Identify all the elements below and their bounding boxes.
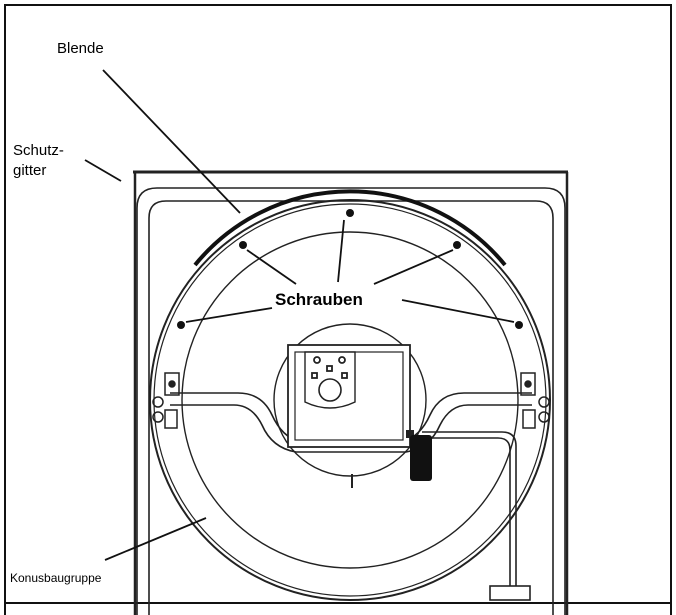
leader-schutzgitter: [84, 159, 122, 182]
right-bracket: [520, 372, 550, 429]
probe-cable: [351, 430, 531, 601]
leader-blende: [102, 69, 241, 214]
leader-schraube-upleft: [246, 249, 297, 285]
leader-schraube-left: [185, 307, 273, 323]
valve-knob: [318, 378, 342, 402]
screw: [515, 321, 523, 329]
screw: [177, 321, 185, 329]
control-box: [287, 344, 411, 448]
label-schutzgitter-2: gitter: [13, 162, 46, 179]
cable-base: [489, 585, 531, 601]
label-schutzgitter-1: Schutz-: [13, 142, 64, 159]
screw: [346, 209, 354, 217]
label-blende: Blende: [57, 40, 104, 57]
leader-schraube-right: [401, 299, 515, 323]
leader-schraube-top: [337, 219, 345, 283]
leader-lines: [84, 69, 515, 561]
cone-assembly: [149, 199, 551, 601]
screw: [453, 241, 461, 249]
outer-frame: [4, 4, 672, 615]
label-schrauben: Schrauben: [275, 290, 363, 309]
screw: [239, 241, 247, 249]
faceplate-arc: [193, 189, 507, 267]
left-bracket: [152, 372, 180, 429]
leader-konus: [104, 517, 207, 561]
screw-dots: [177, 209, 523, 329]
label-konusbaugruppe: Konusbaugruppe: [10, 571, 102, 585]
probe-sensor: [410, 435, 432, 481]
gas-valve-plate: [304, 351, 356, 409]
leader-schraube-upright: [373, 249, 454, 285]
